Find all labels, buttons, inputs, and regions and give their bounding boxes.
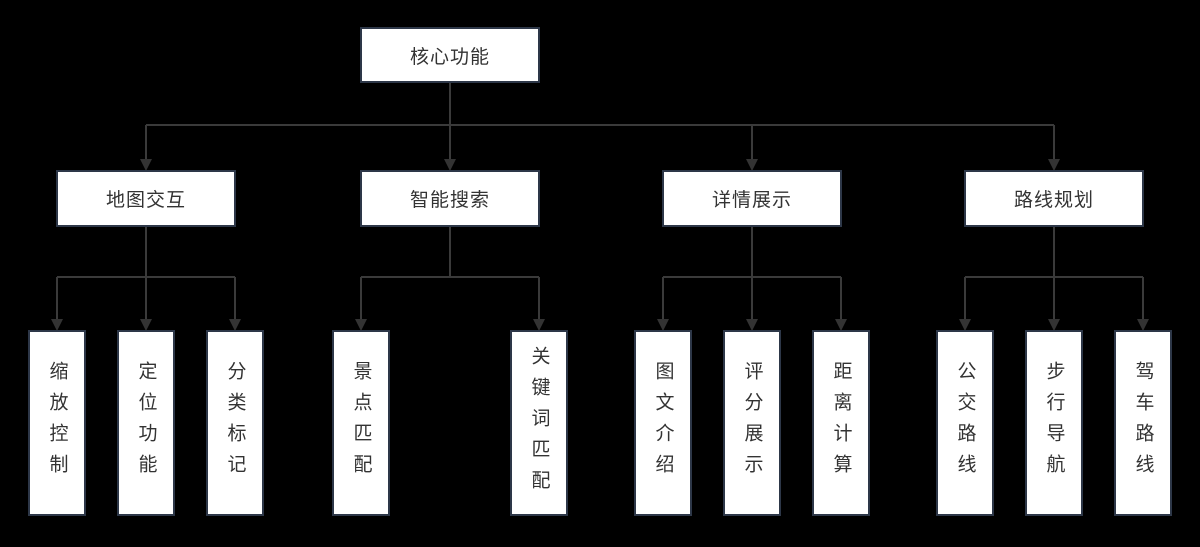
node-bus-route: 公交路线 <box>936 330 994 516</box>
node-map-interaction: 地图交互 <box>56 170 236 227</box>
node-label: 步行导航 <box>1043 361 1065 485</box>
node-label: 路线规划 <box>1013 190 1094 211</box>
node-driving-route: 驾车路线 <box>1114 330 1172 516</box>
node-scenic-spot-match: 景点匹配 <box>332 330 390 516</box>
node-label: 核心功能 <box>409 46 490 68</box>
node-label: 定位功能 <box>135 361 157 485</box>
node-label: 图文介绍 <box>652 361 674 485</box>
node-walking-nav: 步行导航 <box>1025 330 1083 516</box>
node-label: 评分展示 <box>741 361 763 485</box>
node-route-planning: 路线规划 <box>964 170 1144 227</box>
tier1-connectors <box>140 83 1060 171</box>
tier2-connectors-map-interaction <box>51 227 241 331</box>
node-label: 智能搜索 <box>409 190 490 211</box>
arrow-down-icon <box>140 319 152 331</box>
arrow-down-icon <box>533 319 545 331</box>
node-label: 分类标记 <box>224 361 246 485</box>
arrow-down-icon <box>657 319 669 331</box>
node-label: 景点匹配 <box>350 361 372 485</box>
node-zoom-control: 缩放控制 <box>28 330 86 516</box>
arrow-down-icon <box>1048 319 1060 331</box>
node-label: 地图交互 <box>105 190 186 211</box>
node-category-marker: 分类标记 <box>206 330 264 516</box>
node-rating-display: 评分展示 <box>723 330 781 516</box>
node-core-functions: 核心功能 <box>360 27 540 83</box>
arrow-down-icon <box>1137 319 1149 331</box>
arrow-down-icon <box>140 159 152 171</box>
node-location-function: 定位功能 <box>117 330 175 516</box>
node-label: 关键词匹配 <box>528 345 550 501</box>
arrow-down-icon <box>51 319 63 331</box>
tier2-connectors-detail-display <box>657 227 847 331</box>
arrow-down-icon <box>355 319 367 331</box>
node-image-text-intro: 图文介绍 <box>634 330 692 516</box>
tier2-connectors-smart-search <box>355 227 545 331</box>
arrow-down-icon <box>444 159 456 171</box>
node-detail-display: 详情展示 <box>662 170 842 227</box>
arrow-down-icon <box>835 319 847 331</box>
node-label: 公交路线 <box>954 361 976 485</box>
node-smart-search: 智能搜索 <box>360 170 540 227</box>
arrow-down-icon <box>959 319 971 331</box>
node-distance-calc: 距离计算 <box>812 330 870 516</box>
tier2-connectors-route-planning <box>959 227 1149 331</box>
arrow-down-icon <box>746 159 758 171</box>
node-label: 驾车路线 <box>1132 361 1154 485</box>
node-keyword-match: 关键词匹配 <box>510 330 568 516</box>
node-label: 距离计算 <box>830 361 852 485</box>
arrow-down-icon <box>1048 159 1060 171</box>
arrow-down-icon <box>229 319 241 331</box>
node-label: 缩放控制 <box>46 361 68 485</box>
arrow-down-icon <box>746 319 758 331</box>
node-label: 详情展示 <box>711 190 792 211</box>
